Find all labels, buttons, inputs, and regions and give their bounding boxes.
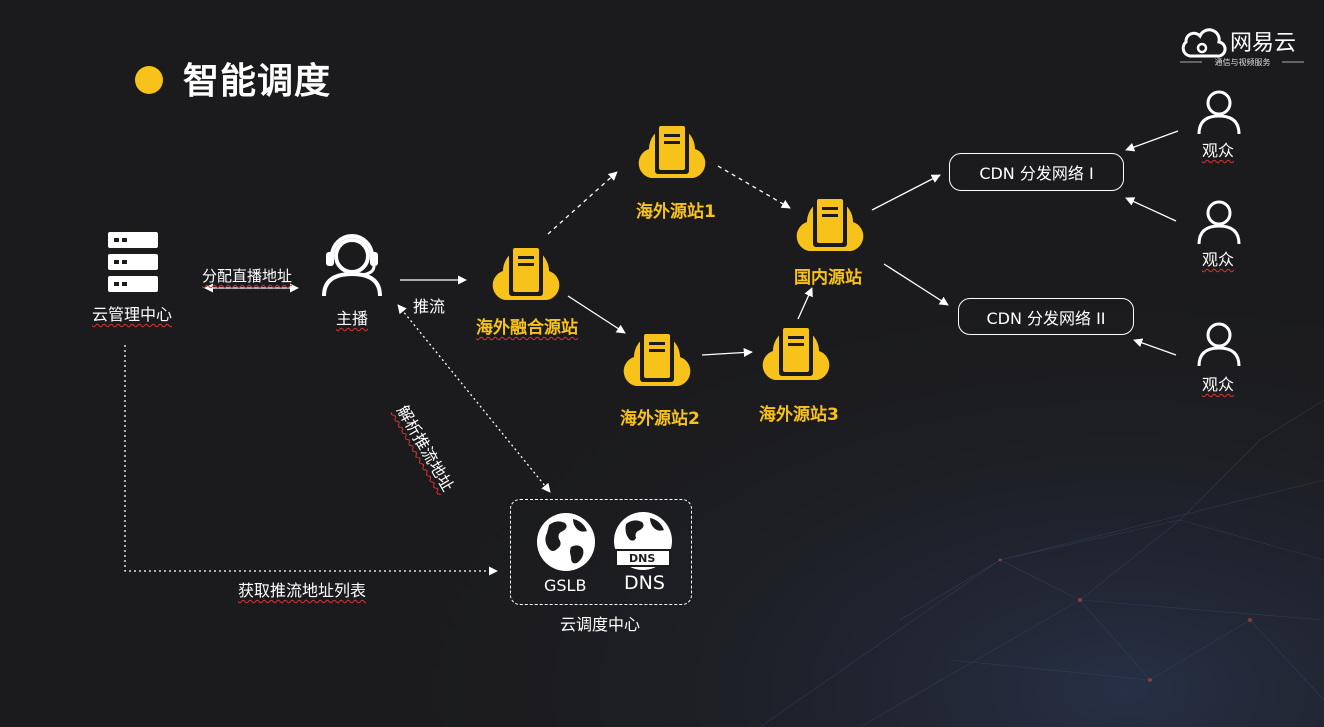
anchor-headset-icon (322, 234, 382, 297)
overseas-1-server-cloud-icon (638, 122, 706, 178)
cloud-dispatch-center-label: 云调度中心 (560, 615, 641, 634)
edge-audience1-to-cdn1 (1125, 130, 1179, 152)
overseas-1-label: 海外源站1 (636, 202, 716, 222)
audience-3-label: 观众 (1202, 375, 1235, 394)
dns-globe-icon (614, 512, 672, 570)
edge-push-label: 推流 (413, 297, 446, 316)
overseas-fusion-server-cloud-icon (492, 244, 560, 300)
edge-resolve (397, 304, 551, 493)
audience-2-label: 观众 (1202, 250, 1235, 269)
gslb-label: GSLB (544, 576, 587, 595)
overseas-2-server-cloud-icon (623, 330, 691, 386)
gslb-globe-icon (537, 513, 595, 571)
edge-domestic-to-cdn1 (871, 174, 941, 211)
cloud-dispatch-center-box (510, 499, 692, 605)
edge-fetch-list (124, 345, 498, 576)
edge-assign-label: 分配直播地址 (202, 267, 293, 285)
domestic-label: 国内源站 (794, 268, 862, 288)
domestic-server-cloud-icon (796, 195, 864, 251)
edge-overseas2-to-overseas3 (701, 347, 753, 358)
audience-1-label: 观众 (1202, 141, 1235, 160)
edge-audience2-to-cdn1 (1125, 197, 1177, 222)
overseas-2-label: 海外源站2 (620, 409, 700, 429)
edge-overseas1-to-domestic (717, 165, 791, 209)
edge-overseas3-to-domestic (797, 287, 813, 320)
edge-fusion-to-overseas2 (567, 295, 626, 334)
dns-badge-label: DNS (629, 552, 656, 565)
edge-fusion-to-overseas1 (547, 171, 618, 235)
server-rack-icon (108, 232, 158, 292)
edge-audience3-to-cdn2 (1133, 338, 1177, 356)
netease-cloud-logo-icon (1180, 28, 1304, 63)
anchor-label: 主播 (336, 309, 369, 328)
overseas-3-server-cloud-icon (762, 324, 830, 380)
dns-label: DNS (624, 572, 665, 594)
edge-fetch-list-label: 获取推流地址列表 (238, 581, 367, 600)
logo-subtitle: 通信与视频服务 (1214, 58, 1271, 67)
cdn-network-1: CDN 分发网络 I (949, 153, 1124, 191)
logo-name: 网易云 (1230, 31, 1297, 56)
page-title: 智能调度 (183, 61, 332, 102)
audience-3-person-icon (1197, 322, 1241, 367)
audience-2-person-icon (1197, 200, 1241, 245)
cloud-management-center-label: 云管理中心 (92, 305, 173, 324)
edge-domestic-to-cdn2 (883, 263, 949, 306)
title-bullet (135, 66, 163, 94)
cdn-network-2: CDN 分发网络 II (958, 298, 1134, 335)
overseas-fusion-label: 海外融合源站 (476, 318, 578, 338)
overseas-3-label: 海外源站3 (759, 405, 839, 425)
audience-1-person-icon (1197, 90, 1241, 135)
